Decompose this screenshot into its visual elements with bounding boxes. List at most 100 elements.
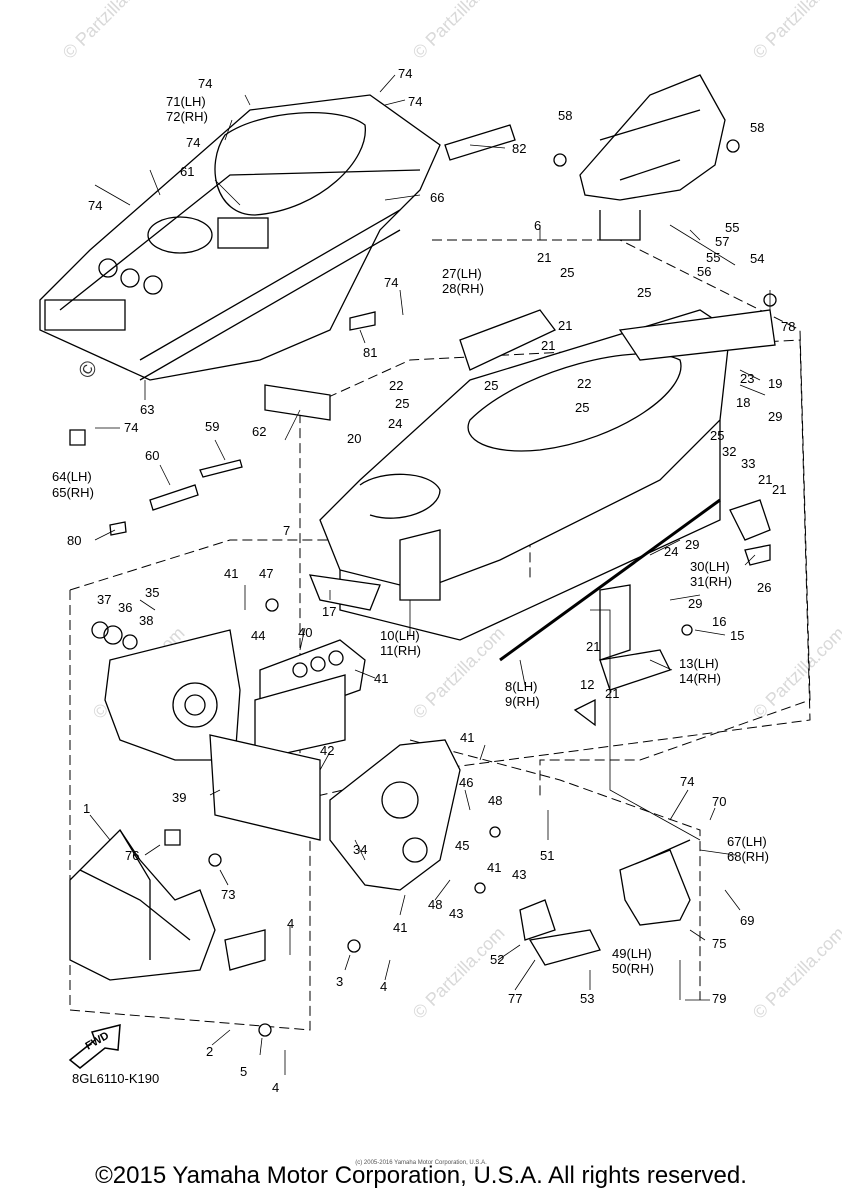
callout-label: 74 [680,774,694,789]
callout-label: 58 [558,108,572,123]
right-side-bracket [619,839,691,926]
watermark: © Partzilla.com [749,623,842,723]
callout-label: 72(RH) [166,109,208,124]
callout-label: 41 [460,730,474,745]
callout-label: 12 [580,677,594,692]
callout-label: 25 [560,265,574,280]
callout-label: 21 [586,639,600,654]
lower-bracket [519,899,601,966]
watermark: © Partzilla.com [59,0,159,63]
callout-label: 16 [712,614,726,629]
rear-flap-assembly [579,74,726,241]
callout-label: 47 [259,566,273,581]
callout-label: 44 [251,628,265,643]
callout-label: 7 [283,523,290,538]
callout-label: 25 [395,396,409,411]
callout-label: 82 [512,141,526,156]
watermark: © Partzilla.com [409,0,509,63]
callout-label: 74 [198,76,212,91]
small-copyright: (c) 2005-2016 Yamaha Motor Corporation, … [355,1160,487,1166]
callout-label: 21 [758,472,772,487]
callout-label: 3 [336,974,343,989]
callout-label: 71(LH) [166,94,206,109]
callout-label: 20 [347,431,361,446]
callout-label: 2 [206,1044,213,1059]
callout-label: 67(LH) [727,834,767,849]
callout-label: 46 [459,775,473,790]
callout-label: 25 [637,285,651,300]
callout-label: 11(RH) [380,643,421,658]
copyright-footer: ©2015 Yamaha Motor Corporation, U.S.A. A… [95,1162,747,1189]
watermark: © Partzilla.com [409,623,509,723]
callout-label: 73 [221,887,235,902]
callout-label: 41 [224,566,238,581]
callout-label: 64(LH) [52,469,92,484]
callout-label: 29 [688,596,702,611]
callout-label: 1 [83,801,90,816]
callout-label: 39 [172,790,186,805]
callout-label: 27(LH) [442,266,482,281]
callout-label: 62 [252,424,266,439]
callout-label: 24 [388,416,402,431]
callout-label: 79 [712,991,726,1006]
callout-label: 43 [449,906,463,921]
chassis-tunnel [319,309,776,691]
callout-label: 23 [740,371,754,386]
callout-label: 68(RH) [727,849,769,864]
callout-label: 57 [715,234,729,249]
callout-label: 74 [186,135,200,150]
callout-label: 74 [88,198,102,213]
callout-label: 21 [537,250,551,265]
callout-label: 8(LH) [505,679,538,694]
callout-label: 56 [697,264,711,279]
callout-label: 53 [580,991,594,1006]
callout-label: 30(LH) [690,559,730,574]
callout-label: 35 [145,585,159,600]
callout-label: 61 [180,164,194,179]
callout-label: 38 [139,613,153,628]
callout-label: 17 [322,604,336,619]
callout-label: 9(RH) [505,694,540,709]
callout-label: 25 [575,400,589,415]
callout-label: 25 [710,428,724,443]
callout-label: 22 [577,376,591,391]
callout-label: 48 [428,897,442,912]
callout-label: 48 [488,793,502,808]
callout-label: 6 [534,218,541,233]
callout-label: 66 [430,190,444,205]
callout-label: 54 [750,251,764,266]
callout-label: 60 [145,448,159,463]
callout-label: 37 [97,592,111,607]
watermark: © Partzilla.com [749,923,842,1023]
callout-label: 14(RH) [679,671,721,686]
right-front-bulkhead [329,739,461,891]
callout-label: 21 [541,338,555,353]
callout-label: 28(RH) [442,281,484,296]
callout-label: 43 [512,867,526,882]
callout-label: 80 [67,533,81,548]
callout-label: 29 [685,537,699,552]
callout-label: 74 [408,94,422,109]
callout-label: 36 [118,600,132,615]
callout-label: 41 [374,671,388,686]
callout-label: 15 [730,628,744,643]
callout-label: 50(RH) [612,961,654,976]
front-frame [69,828,266,981]
callout-label: 75 [712,936,726,951]
fwd-arrow-icon: FWD [68,1024,121,1069]
callout-label: 74 [384,275,398,290]
document-code: 8GL6110-K190 [72,1071,160,1086]
callout-label: 21 [605,686,619,701]
callout-label: 31(RH) [690,574,732,589]
callout-label: 32 [722,444,736,459]
watermark: © Partzilla.com [749,0,842,63]
callout-label: 74 [124,420,138,435]
callout-label: 4 [287,916,294,931]
callout-label: 10(LH) [380,628,420,643]
callout-label: 45 [455,838,469,853]
callout-label: 55 [725,220,739,235]
callout-label: 81 [363,345,377,360]
seat-cover-assembly [39,94,441,381]
cross-plate [209,639,366,841]
